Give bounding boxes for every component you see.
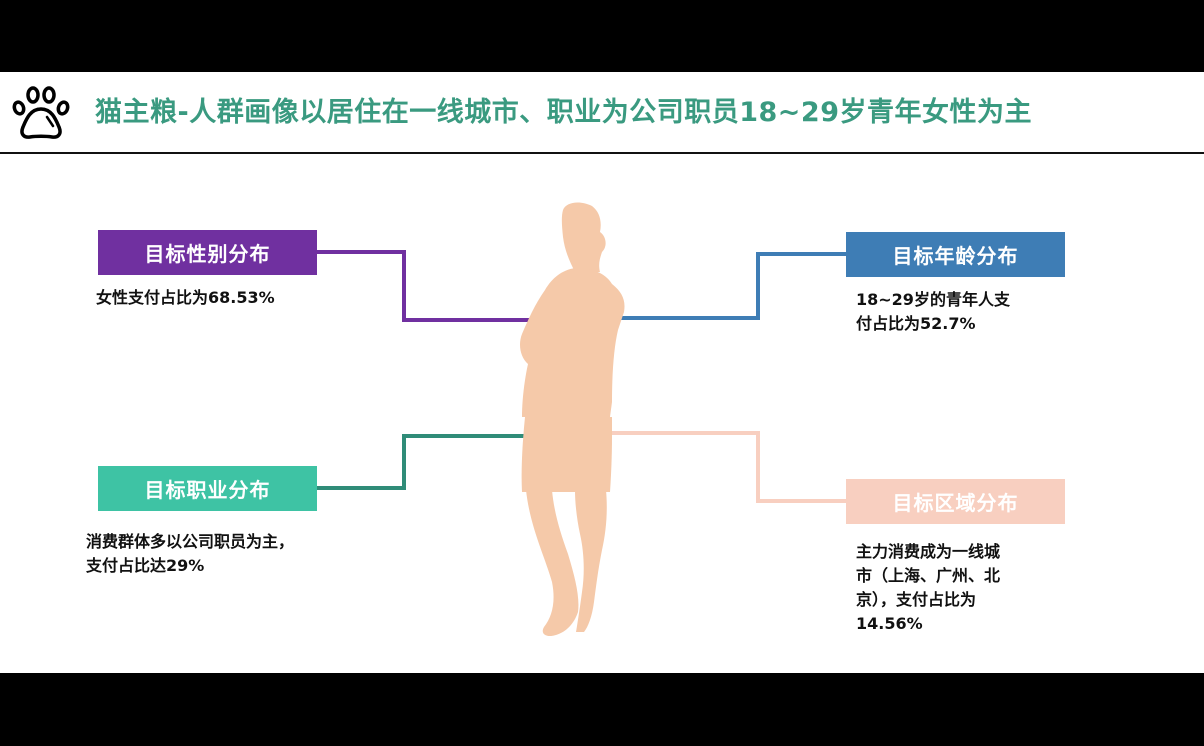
paw-icon [12,86,70,139]
occupation-connector [317,434,530,490]
header-divider [0,152,1204,154]
age-connector [615,252,846,320]
age-label-text: 目标年龄分布 [892,244,1019,268]
gender-label-text: 目标性别分布 [144,242,271,266]
age-distribution-label: 目标年龄分布 [846,232,1065,277]
occupation-description: 消费群体多以公司职员为主， 支付占比达29% [86,532,295,575]
region-distribution-label: 目标区域分布 [846,479,1065,524]
slide: 猫主粮-人群画像以居住在一线城市、职业为公司职员18~29岁青年女性为主 目标性… [0,72,1204,673]
gender-connector [317,250,530,322]
gender-distribution-label: 目标性别分布 [98,230,317,275]
region-label-text: 目标区域分布 [892,491,1019,515]
region-connector [605,431,846,503]
occupation-distribution-label: 目标职业分布 [98,466,317,511]
age-description: 18~29岁的青年人支 付占比为52.7% [856,290,1010,333]
header: 猫主粮-人群画像以居住在一线城市、职业为公司职员18~29岁青年女性为主 [0,72,1204,154]
region-description: 主力消费成为一线城 市（上海、广州、北 京），支付占比为 14.56% [856,542,1001,633]
occupation-label-text: 目标职业分布 [144,478,271,502]
gender-description: 女性支付占比为68.53% [96,288,275,307]
woman-silhouette-icon [520,202,625,637]
connector-lines [317,250,846,503]
page-title: 猫主粮-人群画像以居住在一线城市、职业为公司职员18~29岁青年女性为主 [95,97,1032,128]
